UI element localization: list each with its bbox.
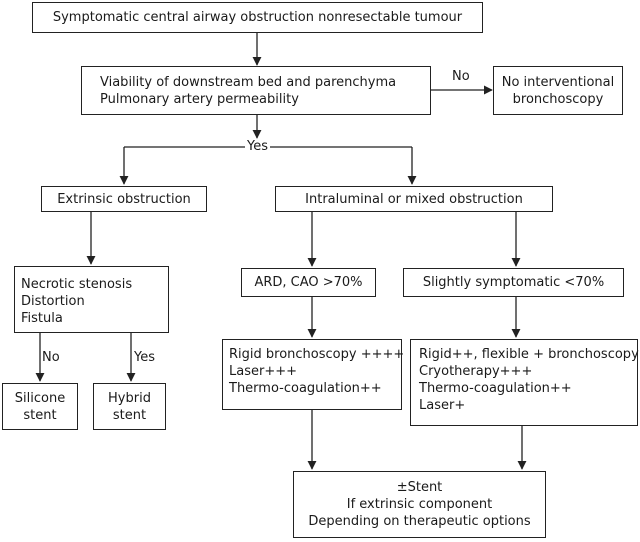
label-yes-top: Yes xyxy=(245,139,270,154)
node-extrinsic-line-1: Extrinsic obstruction xyxy=(57,191,191,207)
node-rigid: Rigid bronchoscopy ++++ Laser+++ Thermo-… xyxy=(222,339,405,410)
node-no-intervention-line-2: bronchoscopy xyxy=(512,91,604,107)
node-stent-line-3: Depending on therapeutic options xyxy=(308,514,531,529)
node-intraluminal-line-1: Intraluminal or mixed obstruction xyxy=(305,191,523,207)
node-necrotic: Necrotic stenosis Distortion Fistula xyxy=(14,266,169,333)
node-viability-line-2: Pulmonary artery permeability xyxy=(100,92,299,107)
node-ard-line-1: ARD, CAO >70% xyxy=(254,275,363,290)
node-stent-line-1: ±Stent xyxy=(396,480,443,495)
node-extrinsic: Extrinsic obstruction xyxy=(41,186,207,212)
node-flexible: Rigid++, flexible + bronchoscopy Cryothe… xyxy=(410,339,639,426)
node-rigid-line-2: Laser+++ xyxy=(229,364,298,379)
node-hybrid: Hybrid stent xyxy=(93,383,166,430)
node-flexible-line-1: Rigid++, flexible + bronchoscopy xyxy=(419,347,639,362)
node-rigid-line-3: Thermo-coagulation++ xyxy=(229,381,382,396)
node-rigid-line-1: Rigid bronchoscopy ++++ xyxy=(229,347,405,362)
label-no-left: No xyxy=(42,350,60,365)
node-necrotic-line-3: Fistula xyxy=(21,311,63,326)
node-start: Symptomatic central airway obstruction n… xyxy=(32,2,483,33)
node-silicone: Silicone stent xyxy=(2,383,78,430)
node-no-intervention-line-1: No interventional xyxy=(501,74,615,90)
node-intraluminal: Intraluminal or mixed obstruction xyxy=(275,186,553,212)
node-hybrid-line-1: Hybrid xyxy=(108,390,151,406)
node-ard: ARD, CAO >70% xyxy=(241,268,376,297)
node-necrotic-line-1: Necrotic stenosis xyxy=(21,277,133,292)
node-slightly-line-1: Slightly symptomatic <70% xyxy=(422,275,605,290)
node-necrotic-line-2: Distortion xyxy=(21,294,85,309)
node-no-intervention: No interventional bronchoscopy xyxy=(493,66,623,115)
node-flexible-line-3: Thermo-coagulation++ xyxy=(419,381,572,396)
node-silicone-line-1: Silicone xyxy=(14,390,66,406)
node-start-line-1: Symptomatic central airway obstruction n… xyxy=(52,10,463,25)
label-yes-left: Yes xyxy=(134,350,155,365)
node-stent: ±Stent If extrinsic component Depending … xyxy=(293,471,546,538)
node-stent-line-2: If extrinsic component xyxy=(346,497,493,512)
label-no-top: No xyxy=(452,69,470,84)
node-flexible-line-2: Cryotherapy+++ xyxy=(419,364,533,379)
node-slightly: Slightly symptomatic <70% xyxy=(403,268,624,297)
node-hybrid-line-2: stent xyxy=(112,407,147,423)
node-viability-line-1: Viability of downstream bed and parenchy… xyxy=(100,75,397,90)
node-flexible-line-4: Laser+ xyxy=(419,398,466,413)
node-silicone-line-2: stent xyxy=(23,407,57,423)
node-viability: Viability of downstream bed and parenchy… xyxy=(81,66,431,115)
